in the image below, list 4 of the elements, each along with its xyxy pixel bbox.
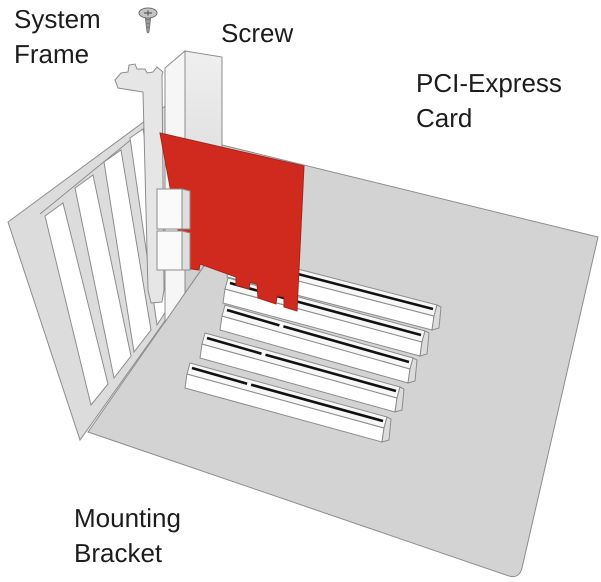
part-label: PCI-Express Card [416,67,563,135]
part-label: System Frame [14,3,102,71]
part-label: Screw [221,17,294,50]
part-label: Mounting Bracket [74,502,182,570]
